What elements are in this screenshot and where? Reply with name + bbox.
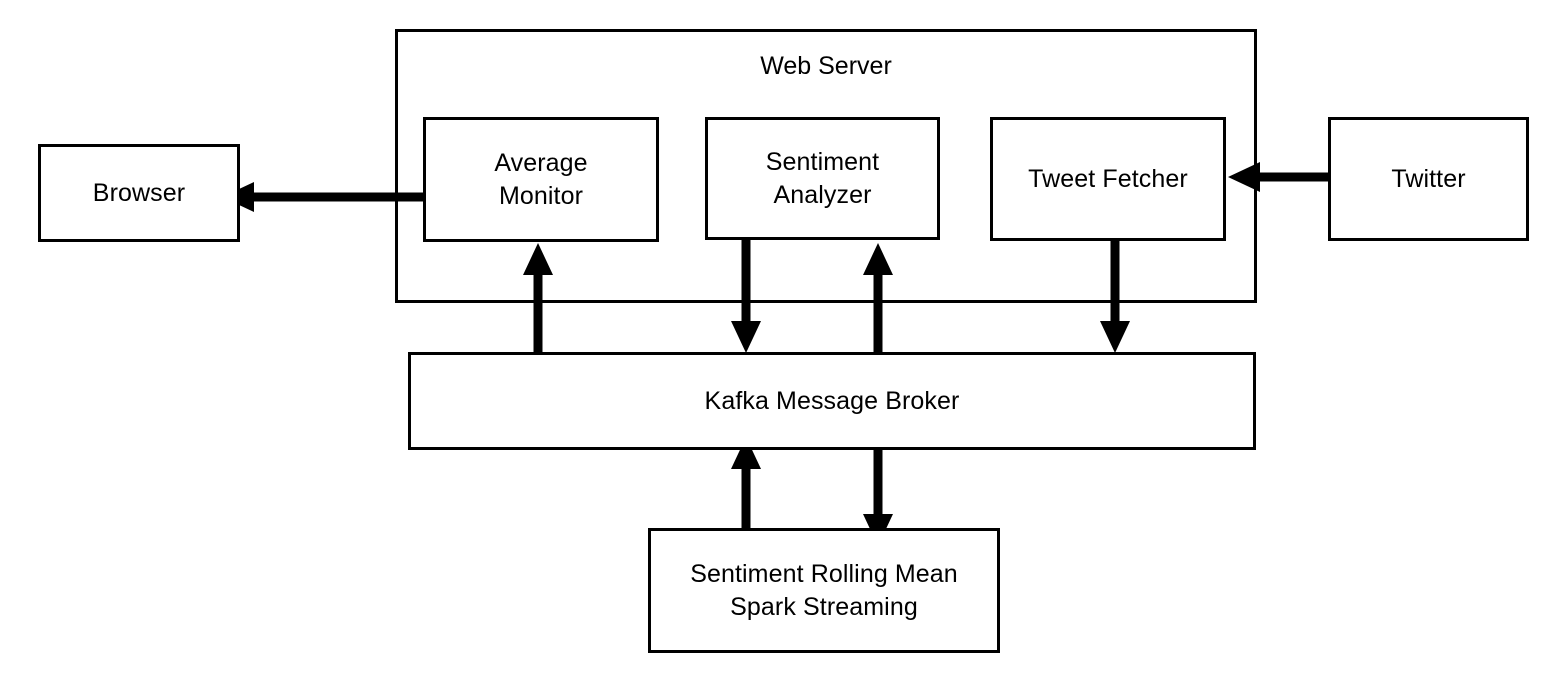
- node-sentiment-rolling-mean[interactable]: Sentiment Rolling Mean Spark Streaming: [648, 528, 1000, 653]
- node-sentiment-analyzer-label: Sentiment Analyzer: [765, 147, 880, 209]
- node-twitter-label: Twitter: [1391, 164, 1466, 193]
- node-tweet-fetcher-label: Tweet Fetcher: [1028, 164, 1188, 193]
- node-average-monitor[interactable]: Average Monitor: [423, 117, 659, 242]
- node-browser-label: Browser: [92, 178, 186, 207]
- node-browser[interactable]: Browser: [38, 144, 240, 242]
- node-kafka-message-broker-label: Kafka Message Broker: [704, 386, 960, 415]
- edge-average-monitor-to-browser[interactable]: [222, 182, 424, 212]
- node-twitter[interactable]: Twitter: [1328, 117, 1529, 241]
- edge-sentiment-analyzer-to-kafka[interactable]: [731, 240, 761, 353]
- node-kafka-message-broker[interactable]: Kafka Message Broker: [408, 352, 1256, 450]
- node-average-monitor-label: Average Monitor: [494, 148, 588, 210]
- node-tweet-fetcher[interactable]: Tweet Fetcher: [990, 117, 1226, 241]
- edge-kafka-to-sentiment-analyzer[interactable]: [863, 243, 893, 352]
- edge-twitter-to-tweet-fetcher[interactable]: [1228, 162, 1329, 192]
- web-server-title: Web Server: [760, 52, 892, 80]
- edge-kafka-to-average-monitor[interactable]: [523, 243, 553, 352]
- edge-tweet-fetcher-to-kafka[interactable]: [1100, 241, 1130, 353]
- node-sentiment-rolling-mean-label: Sentiment Rolling Mean Spark Streaming: [690, 559, 958, 621]
- node-sentiment-analyzer[interactable]: Sentiment Analyzer: [705, 117, 940, 240]
